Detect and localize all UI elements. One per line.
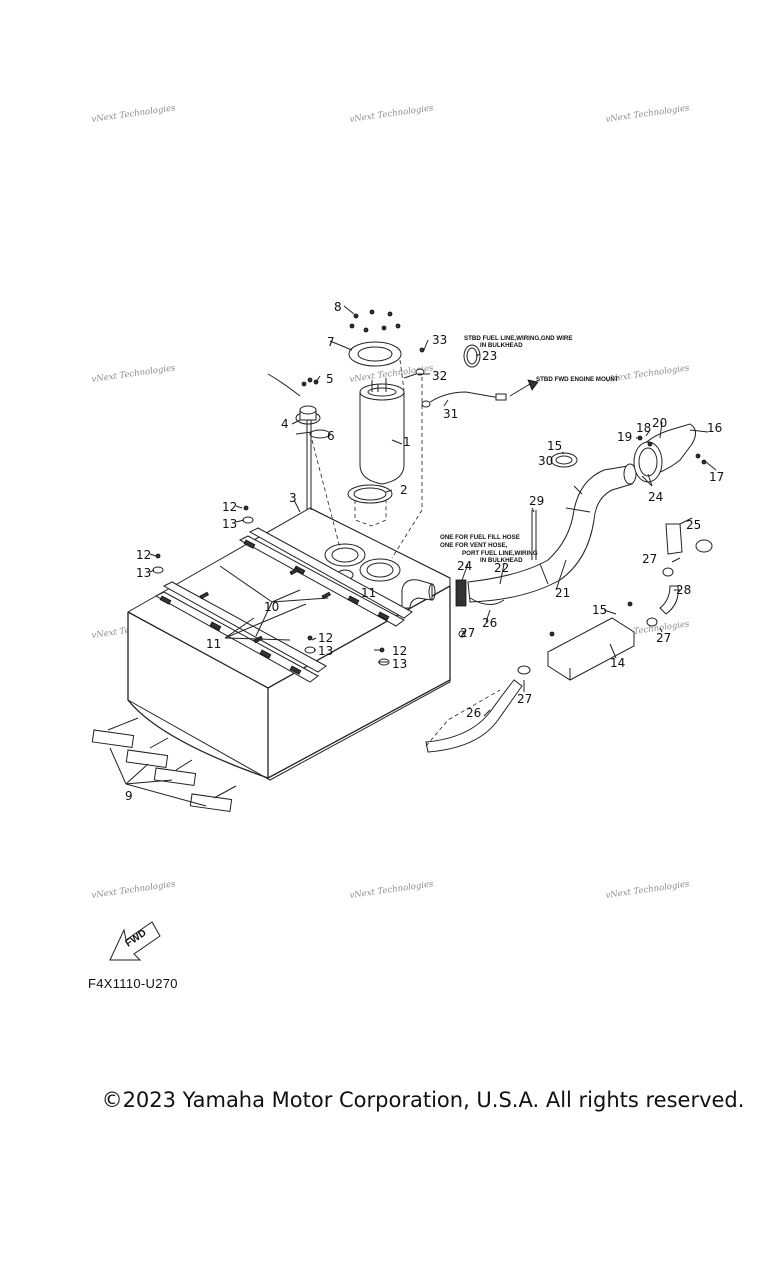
part-label-12d: 12 [392,644,407,658]
part-label-27c: 27 [656,631,671,645]
part-label-5: 5 [326,372,334,386]
fuel-pump [347,309,423,559]
note-stbd-fwd-engine-mount: STBD FWD ENGINE MOUNT [536,376,619,383]
part-label-25: 25 [686,518,701,532]
part-label-4: 4 [281,417,289,431]
watermark: vNext Technologies [605,879,691,901]
part-label-19: 19 [617,430,632,444]
part-label-16: 16 [707,421,722,435]
part-label-12a: 12 [222,500,237,514]
part-label-14: 14 [610,656,625,670]
notes: STBD FUEL LINE,WIRING,GND WIRE IN BULKHE… [440,335,619,564]
part-labels: 1 2 3 4 5 6 7 8 9 10 11 11 12 13 12 13 1… [125,300,724,803]
part-label-1: 1 [403,435,411,449]
part-label-3: 3 [289,491,297,505]
screws-8 [349,309,401,333]
tank-pads [91,717,237,813]
wire-harness [403,344,539,408]
part-label-22: 22 [494,561,509,575]
part-label-26b: 26 [466,706,481,720]
part-label-9: 9 [125,789,133,803]
part-label-15b: 15 [592,603,607,617]
part-label-20: 20 [652,416,667,430]
vent-hose [425,523,713,753]
tank-straps [154,527,413,683]
part-label-28: 28 [676,583,691,597]
part-label-15a: 15 [547,439,562,453]
watermark: vNext Technologies [91,879,177,901]
note-in-bulkhead-2: IN BULKHEAD [480,557,523,564]
part-label-17: 17 [709,470,724,484]
charcoal-canister [517,601,635,681]
part-label-11b: 11 [206,637,221,651]
part-label-31: 31 [443,407,458,421]
watermark: vNext Technologies [349,879,435,901]
fuel-tank [127,507,451,781]
note-stbd-fuel-line: STBD FUEL LINE,WIRING,GND WIRE [464,335,573,342]
part-label-12c: 12 [318,631,333,645]
fwd-arrow: FWD [109,921,161,961]
part-label-8: 8 [334,300,342,314]
part-label-27a: 27 [460,626,475,640]
part-label-13a: 13 [222,517,237,531]
note-vent-hose: ONE FOR VENT HOSE, [440,542,508,549]
note-in-bulkhead: IN BULKHEAD [480,342,523,349]
part-label-27d: 27 [517,692,532,706]
note-port-fuel-line: PORT FUEL LINE,WIRING [462,550,538,557]
watermark: vNext Technologies [91,363,177,385]
part-label-32: 32 [432,369,447,383]
diagram-code: F4X1110-U270 [88,976,178,991]
part-label-30: 30 [538,454,553,468]
part-label-10: 10 [264,600,279,614]
part-label-13c: 13 [318,644,333,658]
part-label-29: 29 [529,494,544,508]
leader-lines [149,305,717,717]
part-label-12b: 12 [136,548,151,562]
part-label-13b: 13 [136,566,151,580]
fuel-sender [267,373,341,549]
part-label-13d: 13 [392,657,407,671]
part-label-33: 33 [432,333,447,347]
part-label-26a: 26 [482,616,497,630]
part-label-18: 18 [636,421,651,435]
part-label-6: 6 [327,429,335,443]
watermark: vNext Technologies [349,103,435,125]
fill-hose [467,423,707,603]
part-label-24a: 24 [457,559,472,573]
part-label-21: 21 [555,586,570,600]
part-label-27b: 27 [642,552,657,566]
part-label-23: 23 [482,349,497,363]
watermark: vNext Technologies [91,103,177,125]
note-fuel-fill-hose: ONE FOR FUEL FILL HOSE [440,534,520,541]
bolts [152,505,390,666]
watermark: vNext Technologies [605,103,691,125]
copyright: ©2023 Yamaha Motor Corporation, U.S.A. A… [101,1088,745,1112]
part-label-24b: 24 [648,490,663,504]
part-label-11a: 11 [361,586,376,600]
part-label-2: 2 [400,483,408,497]
part-label-7: 7 [327,335,335,349]
